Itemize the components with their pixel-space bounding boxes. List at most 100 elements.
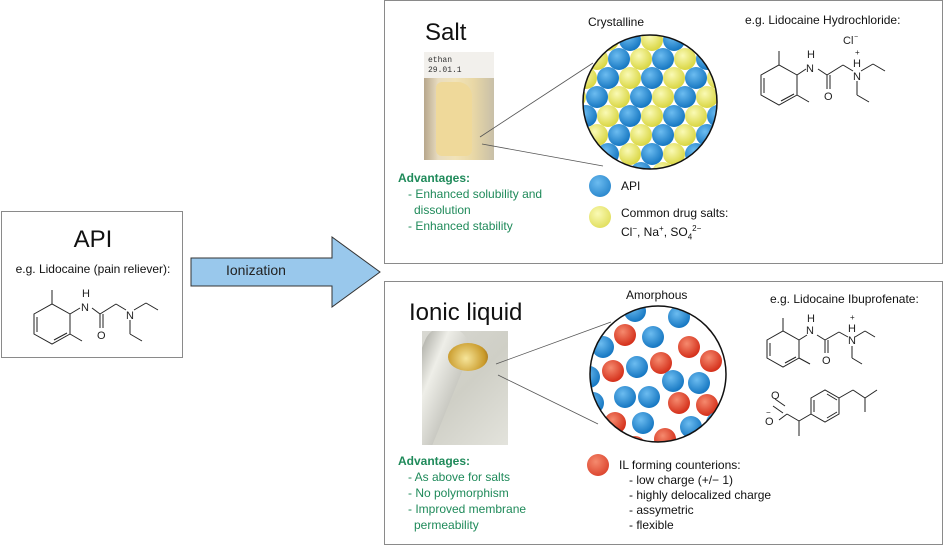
ionization-label: Ionization [226,262,286,278]
atom-o-carbonyl: O [771,390,780,402]
api-particle [696,124,717,146]
api-particle [652,48,674,70]
salt-particle [630,48,652,70]
il-advantage-item: - As above for salts [408,470,511,484]
ionic-liquid-tube-photo [422,331,508,445]
atom-n-amide: N [806,325,814,337]
atom-h: H [807,313,815,325]
il-property: - flexible [629,518,674,532]
il-counterion-particle [678,336,700,358]
salt-particle [586,48,608,70]
il-counterion-particle [602,360,624,382]
lidocaine-structure: H N O N [33,288,159,345]
salt-advantage-item: - Enhanced stability [408,219,513,233]
api-particle [641,143,663,165]
atom-h: H [807,49,815,61]
atom-n-amine: N [848,335,856,347]
il-advantage-item: - No polymorphism [408,486,509,500]
api-particle [663,105,685,127]
salt-particle [663,143,685,165]
salt-zoom-lines [479,62,604,167]
api-particle [619,105,641,127]
atom-cl: Cl [843,35,853,47]
salt-particle [619,67,641,89]
api-particle [583,105,597,127]
lidocaine-ibuprofenate-structure: H N O + H N O O − [765,313,878,436]
salt-advantages-title: Advantages: [398,171,471,185]
salt-state-label: Crystalline [588,15,645,29]
atom-n-amide: N [81,302,89,314]
legend-salt: Common drug salts: Cl−, Na+, SO42− [589,206,728,244]
il-counterion-particle [650,352,672,374]
il-counterion-particle [668,392,690,414]
il-advantage-item: - Improved membrane [408,502,527,516]
api-dot-icon [589,175,611,197]
il-property: - highly delocalized charge [629,488,772,502]
salt-advantages: Advantages: - Enhanced solubility and di… [398,170,542,234]
il-example-label: e.g. Lidocaine Ibuprofenate: [770,292,919,306]
crystalline-lattice [582,34,718,170]
cl-charge: − [854,34,858,41]
legend-il-label: IL forming counterions: [619,458,741,472]
arrow-shape [190,236,381,308]
salt-particle [597,105,619,127]
il-property: - assymetric [629,503,694,517]
salt-panel: Salt ethan 29.01.1 Advantages: - Enhance… [384,0,943,264]
ionic-liquid-title: Ionic liquid [409,299,523,326]
api-panel: API e.g. Lidocaine (pain reliever): H N … [1,211,183,358]
salt-dot-icon [589,206,611,228]
api-particle [608,124,630,146]
legend-api: API [589,175,640,197]
atom-h: H [82,288,90,300]
il-counterion-particle [654,428,676,442]
il-zoom-lines [495,321,612,425]
legend-api-label: API [621,179,641,193]
api-particle [638,386,660,408]
amorphous-arrangement [589,305,727,443]
ionization-arrow [190,236,381,308]
salt-particle [674,48,696,70]
ionic-liquid-advantages: Advantages: - As above for salts - No po… [398,453,526,533]
salt-particle [685,105,707,127]
api-particle [685,143,707,165]
api-particle [597,67,619,89]
salt-advantage-item: - Enhanced solubility and [408,187,543,201]
salt-particle [641,105,663,127]
api-particle [641,67,663,89]
api-example-label: e.g. Lidocaine (pain reliever): [15,262,171,276]
legend-salt-ions: Cl−, Na+, SO42− [621,224,702,242]
legend-il-counterions: IL forming counterions: - low charge (+/… [587,454,771,533]
api-particle [706,412,726,434]
api-particle [685,67,707,89]
atom-n-amide: N [806,63,814,75]
il-counterion-particle [696,394,718,416]
atom-o: O [824,91,833,103]
salt-particle [652,86,674,108]
il-counterion-dot-icon [587,454,609,476]
il-counterion-particle [706,312,726,334]
atom-n-amine: N [853,71,861,83]
api-particle [624,306,646,322]
salt-particle [608,86,630,108]
api-particle [619,35,641,51]
atom-o: O [822,355,831,367]
il-advantages-title: Advantages: [398,454,471,468]
il-state-label: Amorphous [626,288,688,302]
api-particle [586,86,608,108]
api-particle [674,86,696,108]
salt-particle [630,124,652,146]
api-particle [590,366,600,388]
api-particle [662,370,684,392]
api-particle [608,48,630,70]
api-particle [642,326,664,348]
plus-charge: + [850,313,855,322]
api-particle [680,416,702,438]
il-counterion-particle [700,350,722,372]
api-particle [626,356,648,378]
minus-charge: − [766,408,771,417]
salt-vial-photo: ethan 29.01.1 [424,52,494,160]
il-counterion-particle [614,324,636,346]
api-particle [688,372,710,394]
atom-o: O [97,330,106,342]
lidocaine-hcl-structure: Cl − H N O + H N [760,34,886,106]
